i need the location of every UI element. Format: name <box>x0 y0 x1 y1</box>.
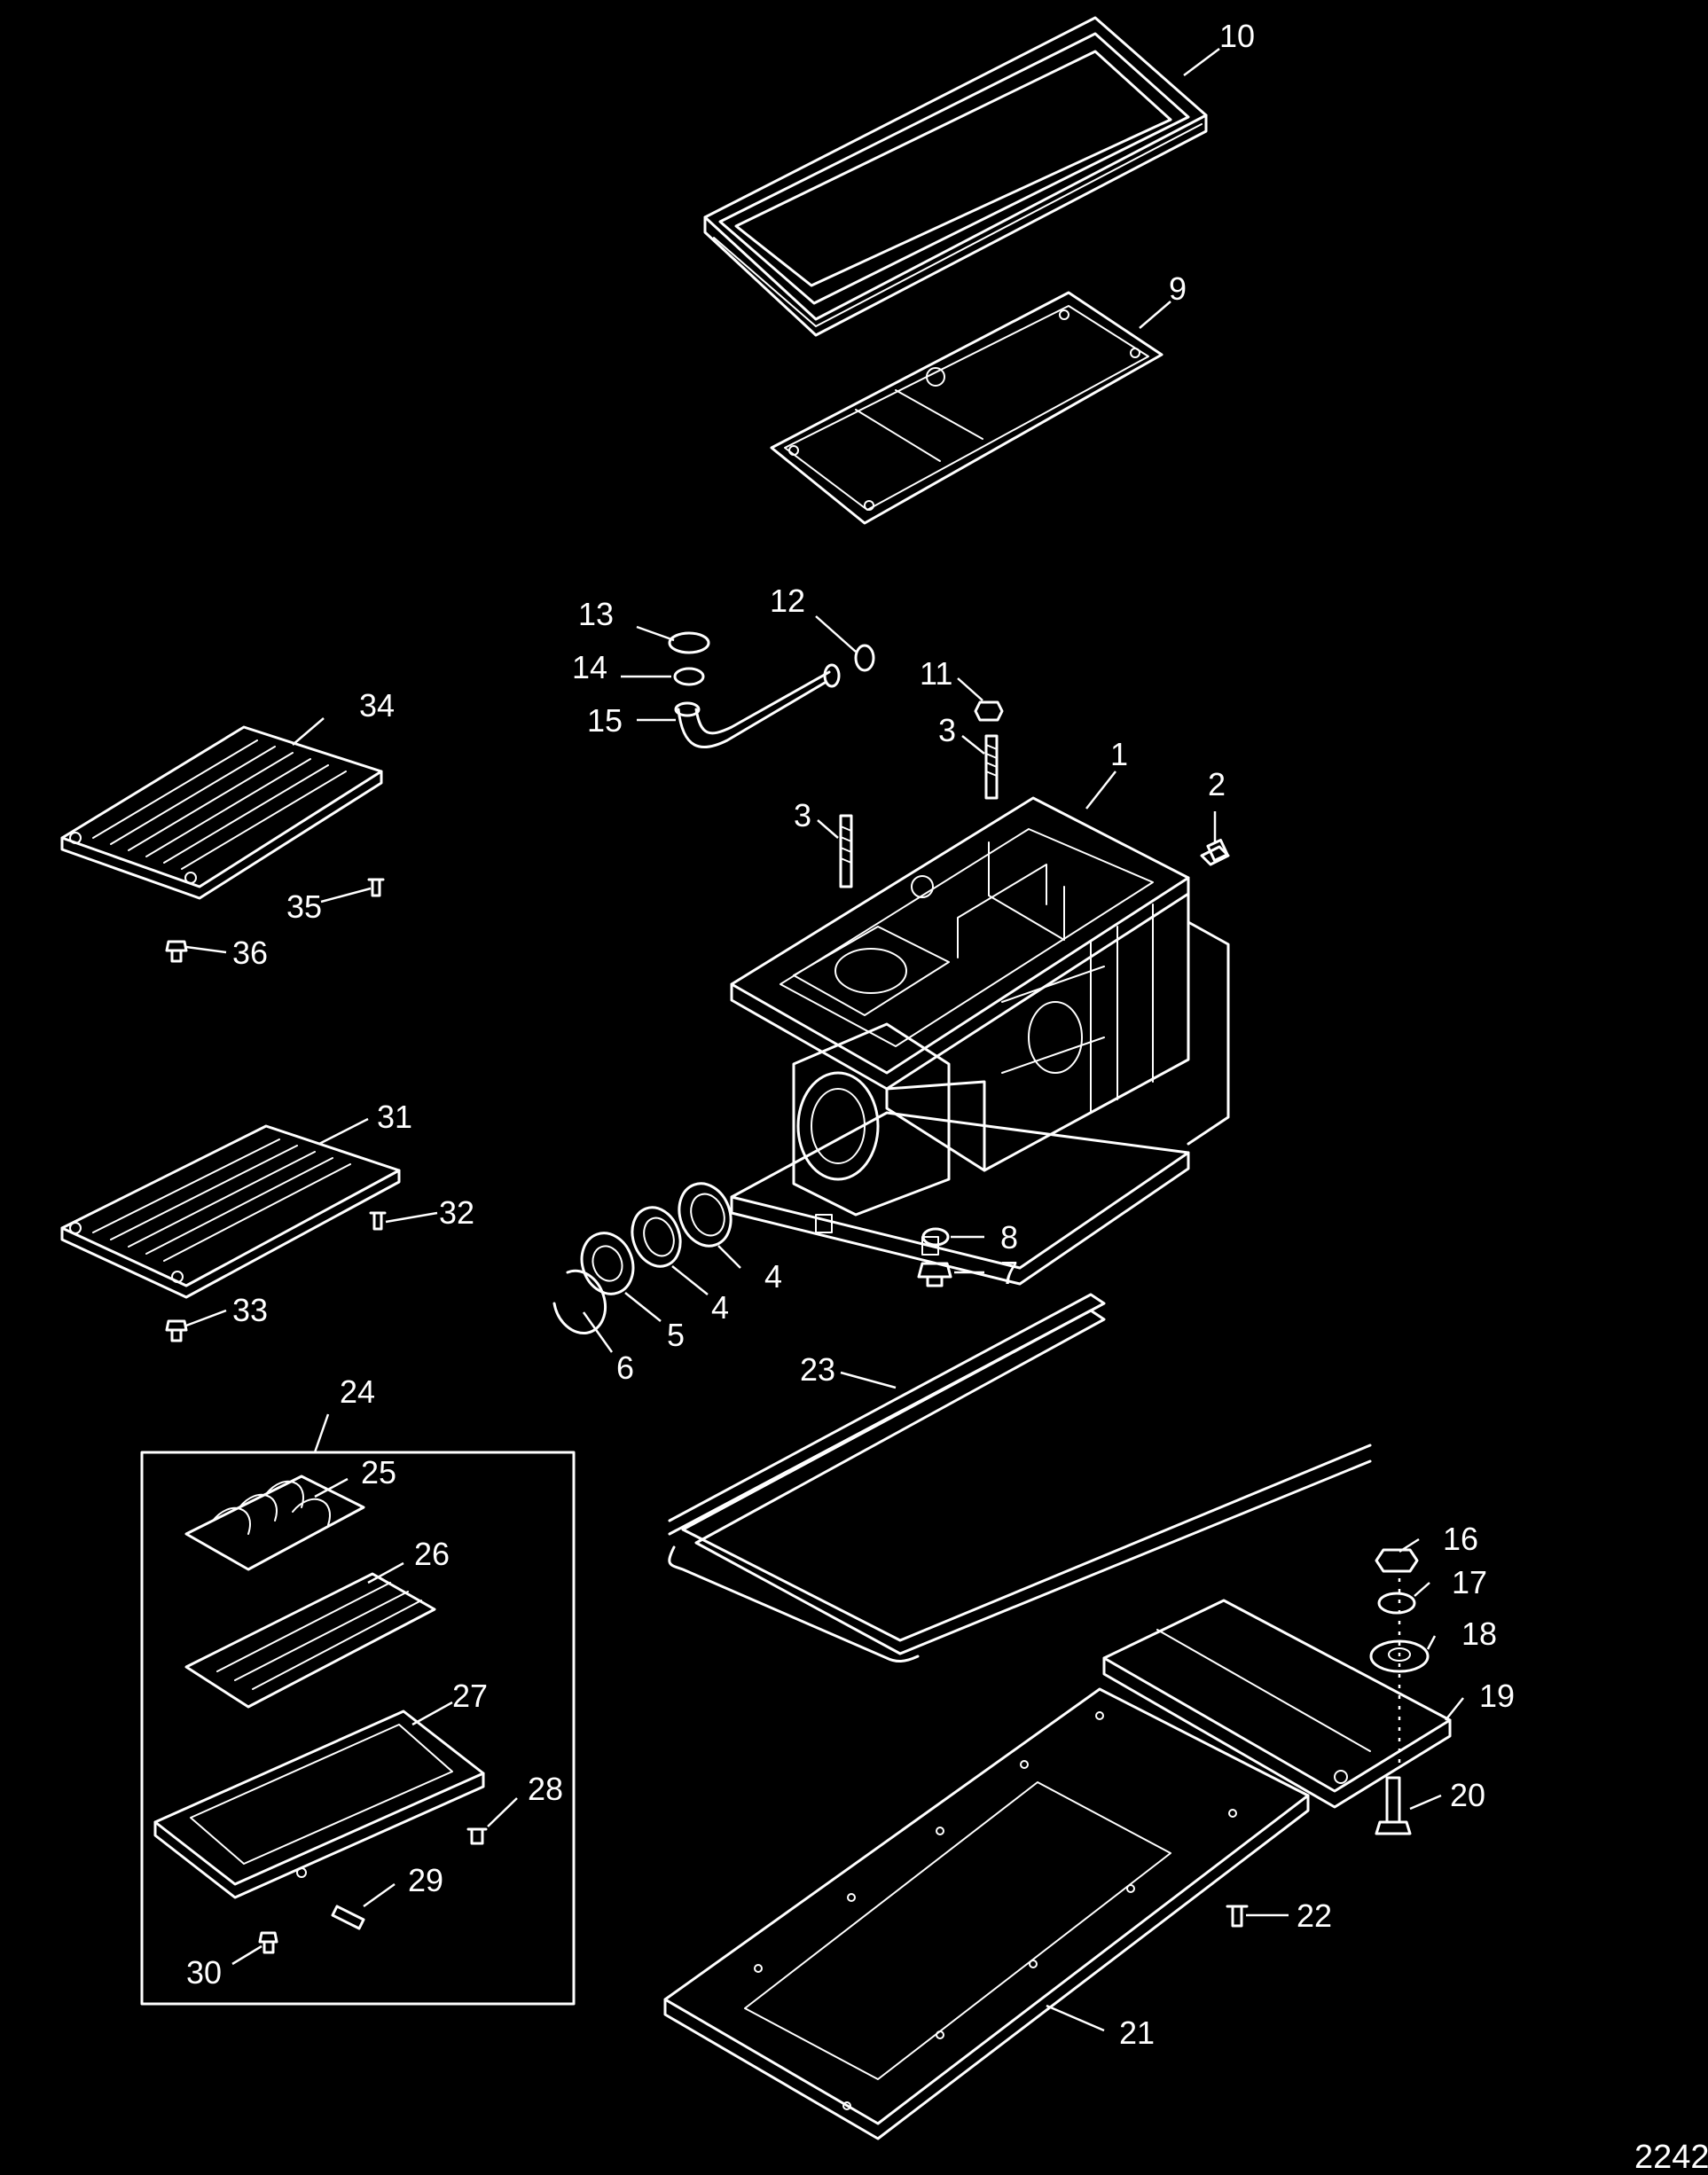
part-24-kit-box <box>140 1451 576 2006</box>
part-12-o-ring <box>854 644 875 672</box>
callout-13: 13 <box>578 596 614 632</box>
callout-labels: 10 9 13 12 14 15 11 3 1 2 3 34 35 36 31 … <box>186 18 1515 2051</box>
part-1-housing <box>730 796 1230 1286</box>
part-2-fitting <box>1200 838 1230 866</box>
callout-35: 35 <box>286 888 322 925</box>
part-35-screw <box>367 878 385 897</box>
part-8-washer <box>921 1227 950 1247</box>
callout-22: 22 <box>1297 1897 1332 1934</box>
part-9-gasket <box>770 291 1163 525</box>
part-15-hose <box>674 663 841 749</box>
callout-32: 32 <box>439 1194 474 1231</box>
callout-15: 15 <box>587 702 623 739</box>
part-26-grate-bars <box>184 1572 436 1709</box>
callout-34: 34 <box>359 687 395 724</box>
part-21-plate <box>663 1687 1310 2140</box>
callout-4-inner: 4 <box>711 1289 729 1326</box>
part-31-strainer <box>60 1124 401 1299</box>
part-17-washer <box>1377 1592 1416 1615</box>
part-27-frame <box>153 1709 485 1899</box>
callout-20: 20 <box>1450 1777 1485 1813</box>
part-4-seal-inner <box>631 1206 682 1268</box>
part-22-screw <box>1226 1905 1249 1928</box>
part-11-nut <box>974 700 1004 722</box>
part-3-stud-lower <box>839 814 853 888</box>
callout-11: 11 <box>920 655 952 692</box>
reference-code: 2242 <box>1634 2139 1708 2175</box>
callout-8: 8 <box>1000 1219 1018 1256</box>
callout-10: 10 <box>1219 18 1255 54</box>
part-5-bearing <box>580 1232 635 1295</box>
callout-21: 21 <box>1119 2015 1155 2051</box>
callout-19: 19 <box>1479 1678 1515 1714</box>
callout-6: 6 <box>616 1350 634 1386</box>
callout-30: 30 <box>186 1954 222 1991</box>
callout-33: 33 <box>232 1292 268 1328</box>
callout-18: 18 <box>1461 1616 1497 1652</box>
part-33-screw <box>165 1319 188 1342</box>
part-6-snap-ring <box>552 1269 607 1335</box>
part-3-stud-upper <box>984 734 999 800</box>
callout-12: 12 <box>770 583 805 619</box>
part-7-plug <box>917 1262 952 1287</box>
callout-24: 24 <box>340 1373 375 1410</box>
callout-28: 28 <box>528 1771 563 1807</box>
part-4-seal-outer <box>678 1182 733 1248</box>
part-20-bolt <box>1375 1776 1412 1835</box>
callout-25: 25 <box>361 1454 396 1490</box>
callout-31: 31 <box>377 1099 412 1135</box>
callout-9: 9 <box>1169 270 1187 307</box>
callout-3-upper: 3 <box>938 712 956 748</box>
callout-5: 5 <box>667 1317 685 1353</box>
part-10-cover-plate <box>703 16 1208 337</box>
callout-16: 16 <box>1443 1521 1478 1557</box>
part-19-plate <box>1102 1599 1452 1809</box>
part-25-grate <box>184 1475 365 1571</box>
part-34-strainer <box>60 725 383 900</box>
leader-lines <box>185 48 1464 2032</box>
callout-23: 23 <box>800 1351 835 1388</box>
callout-29: 29 <box>408 1862 443 1898</box>
callout-14: 14 <box>572 649 607 685</box>
callout-26: 26 <box>414 1536 450 1572</box>
callout-36: 36 <box>232 935 268 971</box>
part-36-screw <box>165 940 188 963</box>
callout-3-lower: 3 <box>794 797 811 833</box>
part-23-gasket <box>668 1293 1372 1663</box>
callout-1: 1 <box>1110 736 1128 772</box>
callout-17: 17 <box>1452 1564 1487 1600</box>
part-18-washer <box>1369 1639 1430 1673</box>
part-29-screw <box>331 1905 365 1930</box>
part-13-o-ring <box>668 631 710 654</box>
callout-2: 2 <box>1208 766 1226 802</box>
part-16-nut <box>1375 1548 1419 1573</box>
callout-7: 7 <box>1000 1255 1018 1291</box>
part-14-o-ring <box>673 667 705 686</box>
callout-27: 27 <box>452 1678 488 1714</box>
part-28-screw <box>466 1827 488 1845</box>
part-30-screw <box>258 1931 278 1954</box>
part-32-screw <box>369 1211 387 1231</box>
callout-4-outer: 4 <box>764 1258 782 1295</box>
